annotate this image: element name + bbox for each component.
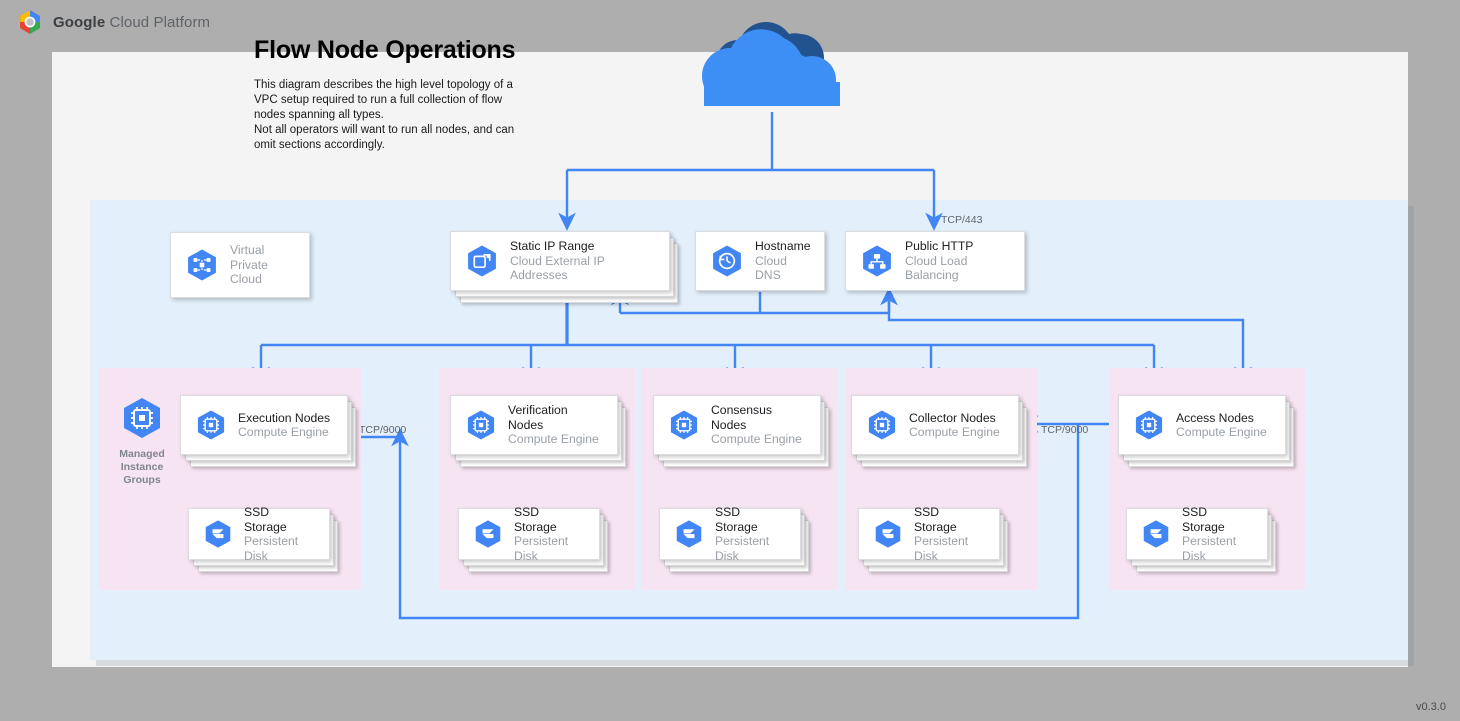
node-execution-compute[interactable]: Execution Nodes Compute Engine [180, 395, 356, 467]
consensus-storage-subtitle: Persistent Disk [715, 534, 770, 563]
access-compute-title: Access Nodes [1176, 410, 1254, 425]
port-label-access-to-execution: TCP/9000 [359, 424, 407, 436]
gcp-brand-header: Google Cloud Platform [16, 8, 210, 36]
vpc-title: Virtual [230, 243, 265, 258]
brand-text: Google Cloud Platform [53, 14, 210, 31]
access-compute-subtitle: Compute Engine [1176, 425, 1267, 439]
vpc-subtitle: Private Cloud [230, 257, 268, 287]
managed-instance-groups-label: Managed Instance Groups [106, 448, 178, 487]
consensus-compute-title: Consensus Nodes [711, 403, 772, 432]
node-static-ip-range[interactable]: Static IP Range Cloud External IP Addres… [450, 231, 678, 303]
cloud-external-ip-icon [468, 245, 496, 277]
node-consensus-storage[interactable]: SSD Storage Persistent Disk [659, 505, 809, 572]
description-line-5: omit sections accordingly. [254, 139, 385, 151]
public-http-subtitle: Cloud Load Balancing [905, 253, 968, 283]
verification-compute-subtitle: Compute Engine [508, 432, 599, 447]
description-line-1: This diagram describes the high level to… [254, 79, 513, 91]
execution-storage-subtitle: Persistent Disk [244, 534, 299, 563]
execution-storage-title: SSD Storage [244, 505, 287, 534]
node-verification-compute[interactable]: Verification Nodes Compute Engine [450, 395, 626, 467]
node-verification-storage[interactable]: SSD Storage Persistent Disk [458, 505, 608, 572]
public-http-title: Public HTTP [905, 239, 974, 254]
consensus-storage-title: SSD Storage [715, 505, 758, 534]
compute-engine-icon [868, 410, 896, 440]
port-label-cloud-to-lb: TCP/443 [941, 214, 983, 226]
version-label: v0.3.0 [1416, 701, 1446, 713]
persistent-disk-icon [676, 520, 702, 548]
node-collector-storage[interactable]: SSD Storage Persistent Disk [858, 505, 1008, 572]
brand-suffix: Cloud Platform [105, 13, 211, 31]
access-storage-title: SSD Storage [1182, 505, 1225, 534]
compute-engine-icon [1135, 410, 1163, 440]
static-ip-range-title: Static IP Range [510, 239, 595, 254]
execution-compute-subtitle: Compute Engine [238, 425, 329, 439]
mig-label-line-2: Instance [120, 461, 164, 473]
mig-label-line-3: Groups [123, 474, 161, 486]
compute-engine-icon [197, 410, 225, 440]
description-line-2: VPC setup required to run a full collect… [254, 94, 503, 106]
node-consensus-compute[interactable]: Consensus Nodes Compute Engine [653, 395, 829, 467]
verification-compute-title: Verification Nodes [508, 403, 568, 432]
execution-compute-title: Execution Nodes [238, 410, 331, 425]
collector-compute-title: Collector Nodes [909, 410, 996, 425]
description-line-4: Not all operators will want to run all n… [254, 124, 515, 136]
node-public-http[interactable]: Public HTTP Cloud Load Balancing [845, 231, 1025, 291]
node-access-storage[interactable]: SSD Storage Persistent Disk [1126, 505, 1276, 572]
description-line-3: nodes spanning all types. [254, 109, 384, 121]
verification-storage-title: SSD Storage [514, 505, 557, 534]
collector-compute-subtitle: Compute Engine [909, 425, 1000, 439]
brand-prefix: Google [53, 13, 106, 31]
access-storage-subtitle: Persistent Disk [1182, 534, 1237, 563]
static-ip-range-subtitle: Cloud External IP Addresses [510, 253, 605, 283]
mig-label-line-1: Managed [119, 448, 165, 460]
verification-storage-subtitle: Persistent Disk [514, 534, 569, 563]
cloud-load-balancing-icon [863, 245, 891, 277]
hostname-title: Hostname [755, 239, 811, 254]
node-execution-storage[interactable]: SSD Storage Persistent Disk [188, 505, 338, 572]
node-hostname[interactable]: Hostname Cloud DNS [695, 231, 825, 291]
page-title: Flow Node Operations [254, 36, 516, 64]
page-description: This diagram describes the high level to… [254, 78, 544, 153]
port-label-access-to-collector: TCP/9000 [1041, 424, 1089, 436]
persistent-disk-icon [875, 520, 901, 548]
persistent-disk-icon [205, 520, 231, 548]
managed-instance-groups-icon [124, 398, 160, 438]
gcp-hexagon-logo-icon [20, 10, 40, 34]
compute-engine-icon [467, 410, 495, 440]
collector-storage-title: SSD Storage [914, 505, 957, 534]
hostname-subtitle: Cloud DNS [755, 253, 787, 283]
compute-engine-icon [670, 410, 698, 440]
persistent-disk-icon [475, 520, 501, 548]
internet-cloud-icon [702, 22, 840, 106]
consensus-compute-subtitle: Compute Engine [711, 432, 802, 447]
node-virtual-private-cloud[interactable]: Virtual Private Cloud [170, 232, 310, 298]
node-collector-compute[interactable]: Collector Nodes Compute Engine [851, 395, 1027, 467]
virtual-private-cloud-icon [188, 249, 216, 281]
collector-storage-subtitle: Persistent Disk [914, 534, 969, 563]
cloud-dns-icon [713, 245, 741, 277]
persistent-disk-icon [1143, 520, 1169, 548]
node-access-compute[interactable]: Access Nodes Compute Engine [1118, 395, 1294, 467]
